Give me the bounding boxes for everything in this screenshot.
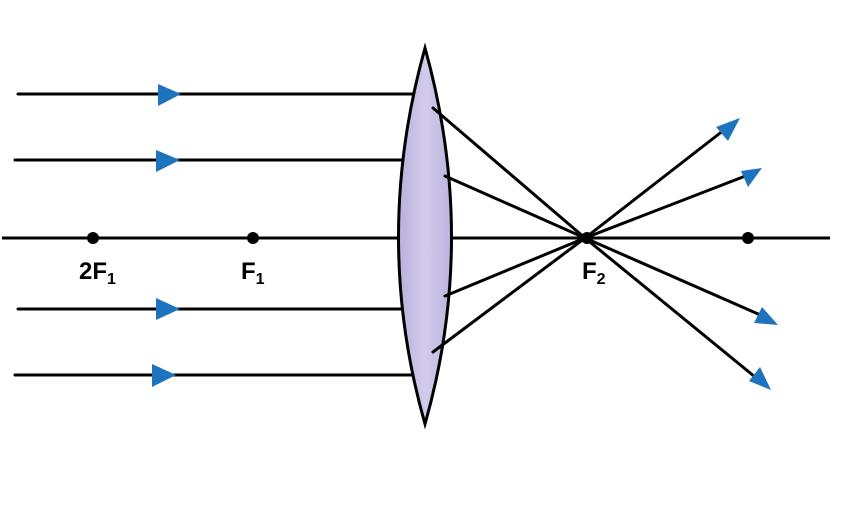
label-f1: F1 xyxy=(241,258,265,288)
outgoing-ray-1 xyxy=(583,128,726,240)
label-2f1: 2F1 xyxy=(79,258,116,288)
refracted-ray-3 xyxy=(443,236,587,298)
outgoing-ray-3 xyxy=(583,236,767,319)
arrowhead-icon xyxy=(749,367,771,390)
refracted-ray-2 xyxy=(443,174,587,240)
arrowhead-icon xyxy=(156,150,180,172)
outgoing-ray-4 xyxy=(583,236,762,383)
point-2f2 xyxy=(742,232,754,244)
convex-lens xyxy=(397,42,453,430)
point-f1 xyxy=(247,232,259,244)
arrowhead-icon xyxy=(741,168,762,187)
arrowhead-icon xyxy=(716,118,740,141)
label-f2: F2 xyxy=(582,258,606,288)
point-2f1 xyxy=(87,232,99,244)
arrowhead-icon xyxy=(152,364,176,387)
point-f2 xyxy=(581,232,593,244)
outgoing-ray-2 xyxy=(583,173,750,240)
arrowhead-icon xyxy=(156,298,180,320)
refracted-ray-4 xyxy=(431,236,587,354)
refracted-ray-1 xyxy=(431,106,587,240)
arrowhead-icon xyxy=(754,307,778,325)
arrowhead-icon xyxy=(158,84,181,106)
